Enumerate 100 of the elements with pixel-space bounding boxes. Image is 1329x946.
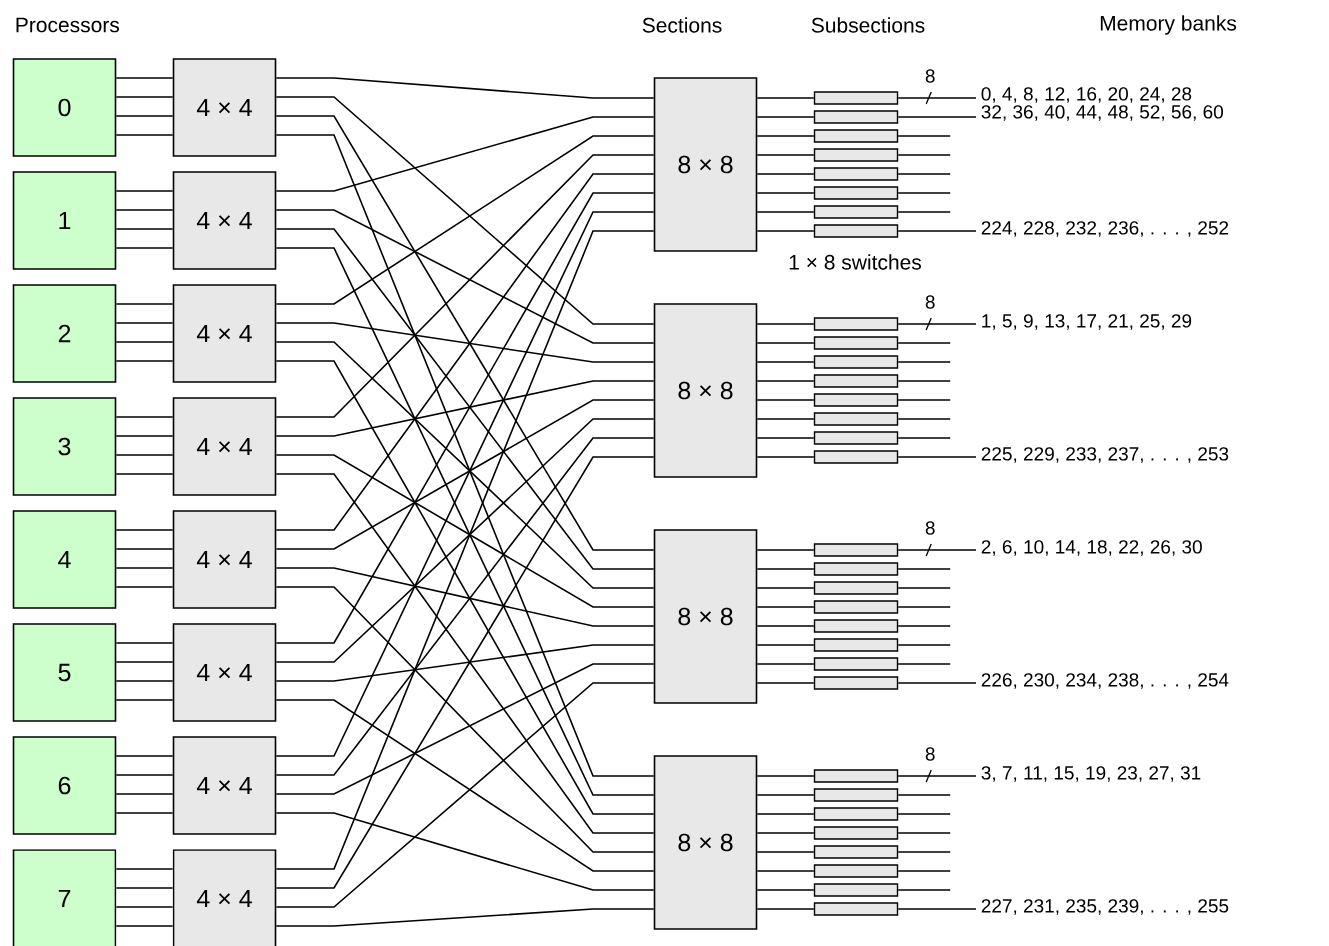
connection-line bbox=[115, 454, 174, 456]
connection-line bbox=[897, 230, 977, 232]
connection-line bbox=[756, 775, 815, 777]
connection-line bbox=[275, 644, 655, 682]
connection-line bbox=[756, 908, 815, 910]
section-box: 8 × 8 bbox=[653, 755, 758, 930]
connection-line bbox=[756, 173, 815, 175]
connection-line bbox=[897, 606, 951, 608]
processor-box: 7 bbox=[12, 849, 117, 946]
connection-line bbox=[275, 228, 655, 570]
memory-bank-label: 32, 36, 40, 44, 48, 52, 56, 60 bbox=[981, 105, 1223, 121]
connection-line bbox=[275, 115, 655, 551]
memory-bank-label: 3, 7, 11, 15, 19, 23, 27, 31 bbox=[981, 766, 1201, 782]
subsection-box bbox=[813, 788, 899, 802]
connection-line bbox=[756, 192, 815, 194]
connection-line bbox=[756, 644, 815, 646]
connection-line bbox=[275, 418, 655, 663]
connection-line bbox=[115, 812, 174, 814]
connection-line bbox=[115, 77, 174, 79]
connection-line bbox=[115, 209, 174, 211]
connection-line bbox=[897, 908, 977, 910]
subsection-box bbox=[813, 336, 899, 350]
connection-line bbox=[115, 134, 174, 136]
connection-line bbox=[275, 437, 655, 776]
subsection-box bbox=[813, 581, 899, 595]
section-box: 8 × 8 bbox=[653, 529, 758, 704]
connection-line bbox=[756, 663, 815, 665]
subsection-box bbox=[813, 638, 899, 652]
connection-line bbox=[275, 473, 655, 834]
connection-line bbox=[115, 115, 174, 117]
connection-line bbox=[115, 322, 174, 324]
connection-line bbox=[897, 870, 951, 872]
connection-line bbox=[897, 644, 951, 646]
connection-line bbox=[897, 663, 951, 665]
connection-line bbox=[897, 832, 951, 834]
switch-box: 4 × 4 bbox=[172, 623, 277, 722]
processor-box: 5 bbox=[12, 623, 117, 722]
connection-line bbox=[756, 568, 815, 570]
subsection-box bbox=[813, 412, 899, 426]
subsection-box bbox=[813, 864, 899, 878]
connection-line bbox=[756, 399, 815, 401]
connection-line bbox=[897, 682, 977, 684]
connection-line bbox=[275, 154, 655, 418]
memory-bank-label: 226, 230, 234, 238, . . . , 254 bbox=[981, 673, 1229, 689]
switch-caption: 1 × 8 switches bbox=[789, 254, 922, 270]
connection-line bbox=[115, 774, 174, 776]
switch-box: 4 × 4 bbox=[172, 510, 277, 609]
connection-line bbox=[897, 775, 977, 777]
connection-line bbox=[897, 568, 951, 570]
connection-line bbox=[897, 794, 951, 796]
subsection-box bbox=[813, 883, 899, 897]
column-heading: Sections bbox=[642, 17, 722, 33]
subsection-box bbox=[813, 110, 899, 124]
connection-line bbox=[115, 473, 174, 475]
connection-line bbox=[275, 341, 655, 589]
subsection-box bbox=[813, 205, 899, 219]
subsection-box bbox=[813, 826, 899, 840]
switch-box: 4 × 4 bbox=[172, 171, 277, 270]
subsection-box bbox=[813, 355, 899, 369]
connection-line bbox=[275, 380, 655, 437]
connection-line bbox=[275, 116, 655, 192]
connection-line bbox=[756, 342, 815, 344]
connection-line bbox=[275, 908, 655, 927]
connection-line bbox=[897, 549, 977, 551]
connection-line bbox=[115, 642, 174, 644]
connection-line bbox=[275, 322, 655, 363]
connection-line bbox=[756, 437, 815, 439]
connection-line bbox=[275, 192, 655, 644]
connection-line bbox=[115, 247, 174, 249]
connection-line bbox=[115, 416, 174, 418]
subsection-box bbox=[813, 129, 899, 143]
connection-line bbox=[115, 435, 174, 437]
switch-box: 4 × 4 bbox=[172, 284, 277, 383]
memory-bank-label: 0, 4, 8, 12, 16, 20, 24, 28 bbox=[981, 87, 1192, 103]
connection-line bbox=[897, 399, 951, 401]
memory-bank-label: 2, 6, 10, 14, 18, 22, 26, 30 bbox=[981, 540, 1202, 556]
connection-line bbox=[756, 625, 815, 627]
subsection-box bbox=[813, 807, 899, 821]
connection-line bbox=[115, 303, 174, 305]
subsection-box bbox=[813, 374, 899, 388]
memory-bank-label: 225, 229, 233, 237, . . . , 253 bbox=[981, 447, 1229, 463]
connection-line bbox=[756, 230, 815, 232]
connection-line bbox=[756, 361, 815, 363]
connection-line bbox=[756, 456, 815, 458]
connection-line bbox=[275, 812, 655, 891]
connection-line bbox=[756, 380, 815, 382]
section-box: 8 × 8 bbox=[653, 77, 758, 252]
connection-line bbox=[115, 228, 174, 230]
connection-line bbox=[756, 851, 815, 853]
subsection-box bbox=[813, 845, 899, 859]
processor-box: 6 bbox=[12, 736, 117, 835]
subsection-box bbox=[813, 619, 899, 633]
connection-line bbox=[115, 360, 174, 362]
connection-line bbox=[115, 755, 174, 757]
connection-line bbox=[756, 606, 815, 608]
connection-line bbox=[897, 418, 951, 420]
connection-line bbox=[115, 529, 174, 531]
column-heading: Memory banks bbox=[1100, 15, 1237, 35]
processor-box: 4 bbox=[12, 510, 117, 609]
connection-line bbox=[897, 116, 977, 118]
